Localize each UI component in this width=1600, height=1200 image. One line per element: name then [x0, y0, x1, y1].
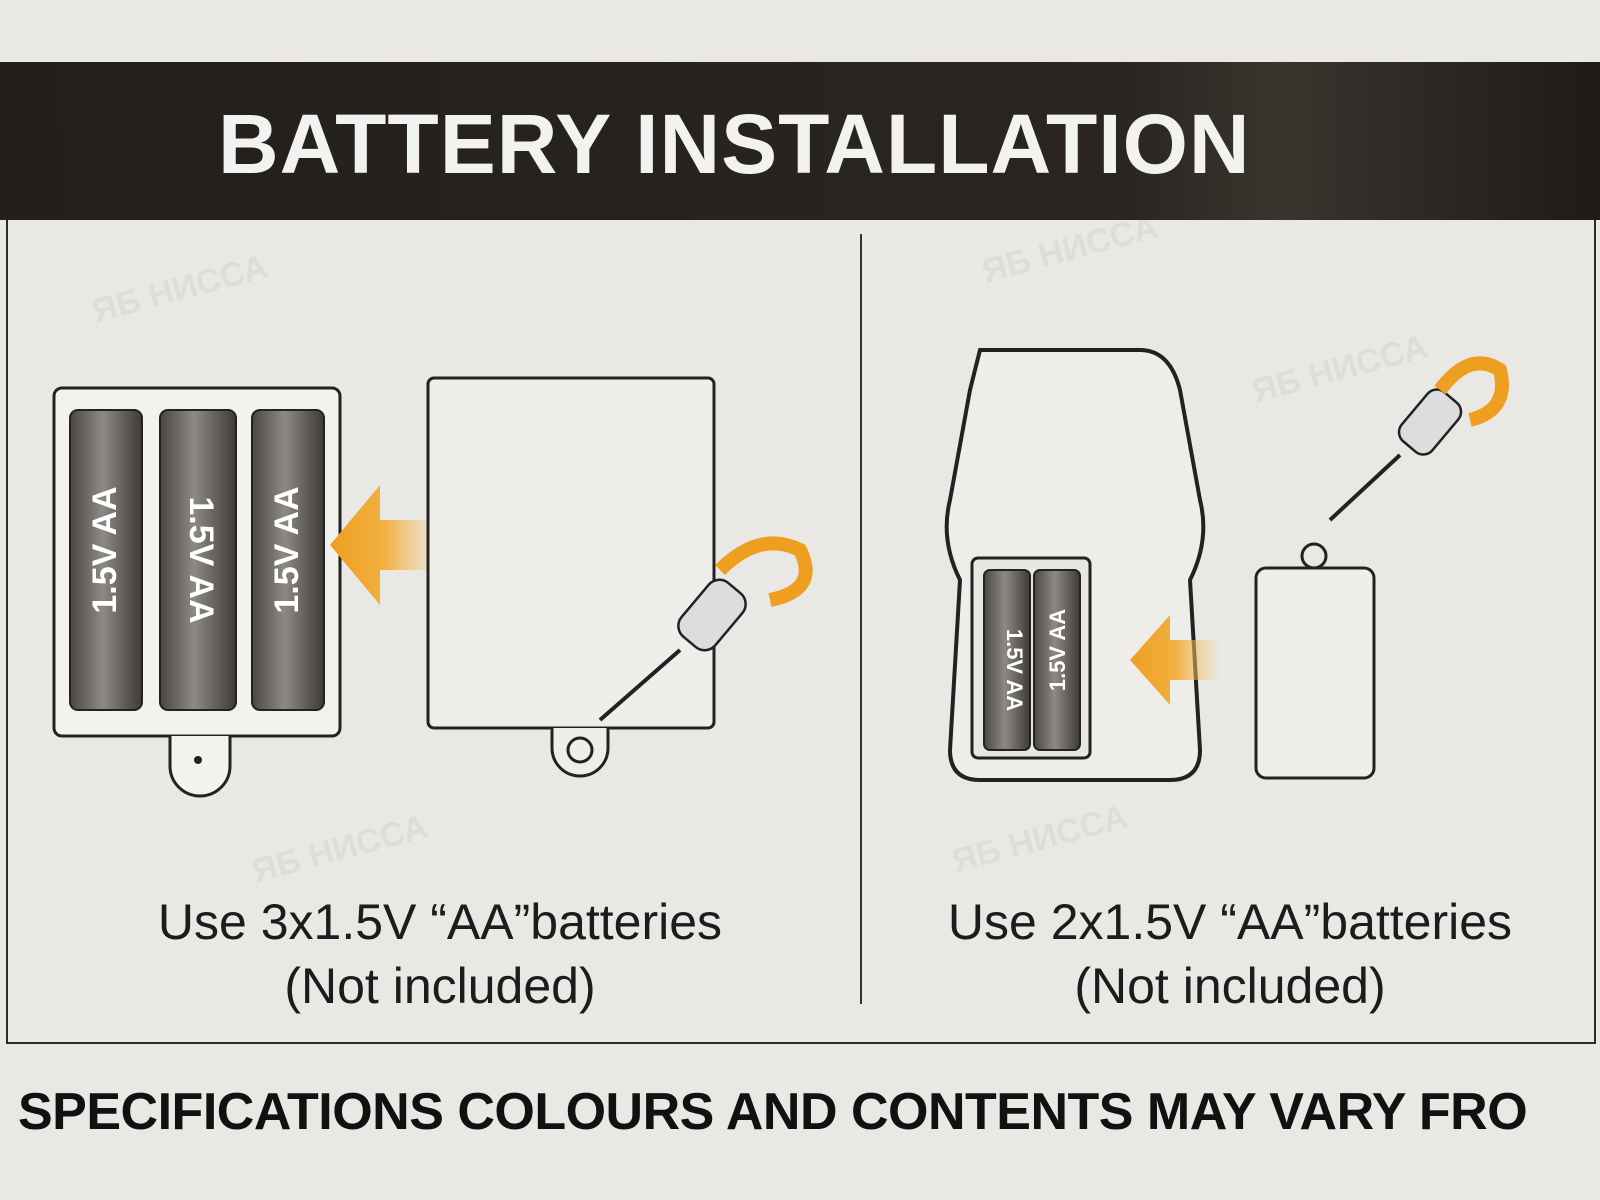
battery-label: 1.5V AA: [1045, 609, 1070, 691]
right-caption-line1: Use 2x1.5V “AA”batteries: [947, 894, 1513, 950]
right-caption: Use 2x1.5V “AA”batteries (Not included): [880, 890, 1580, 1018]
battery-label: 1.5V AA: [86, 486, 124, 613]
insert-arrow-icon: [1130, 615, 1220, 705]
instruction-frame: [6, 220, 1596, 1044]
left-caption: Use 3x1.5V “AA”batteries (Not included): [60, 890, 820, 1018]
screwdriver-icon: [598, 578, 747, 722]
title-banner: BATTERY INSTALLATION: [0, 62, 1600, 220]
left-caption-line2: (Not included): [284, 958, 596, 1014]
footer-disclaimer: SPECIFICATIONS COLOURS AND CONTENTS MAY …: [18, 1083, 1528, 1141]
screwdriver-icon: [1328, 388, 1463, 522]
battery-label: 1.5V AA: [182, 496, 220, 623]
battery-label: 1.5V AA: [1002, 629, 1027, 711]
battery-holder-illustration: 1.5V AA 1.5V AA 1.5V AA: [52, 376, 813, 798]
right-caption-line2: (Not included): [1074, 958, 1386, 1014]
insert-arrow-icon: [330, 485, 440, 605]
panel-divider: [860, 234, 862, 1004]
device-illustration: 1.5V AA 1.5V AA: [944, 348, 1509, 782]
battery-label: 1.5V AA: [268, 486, 306, 613]
left-caption-line1: Use 3x1.5V “AA”batteries: [157, 894, 723, 950]
page-title: BATTERY INSTALLATION: [218, 97, 1251, 191]
